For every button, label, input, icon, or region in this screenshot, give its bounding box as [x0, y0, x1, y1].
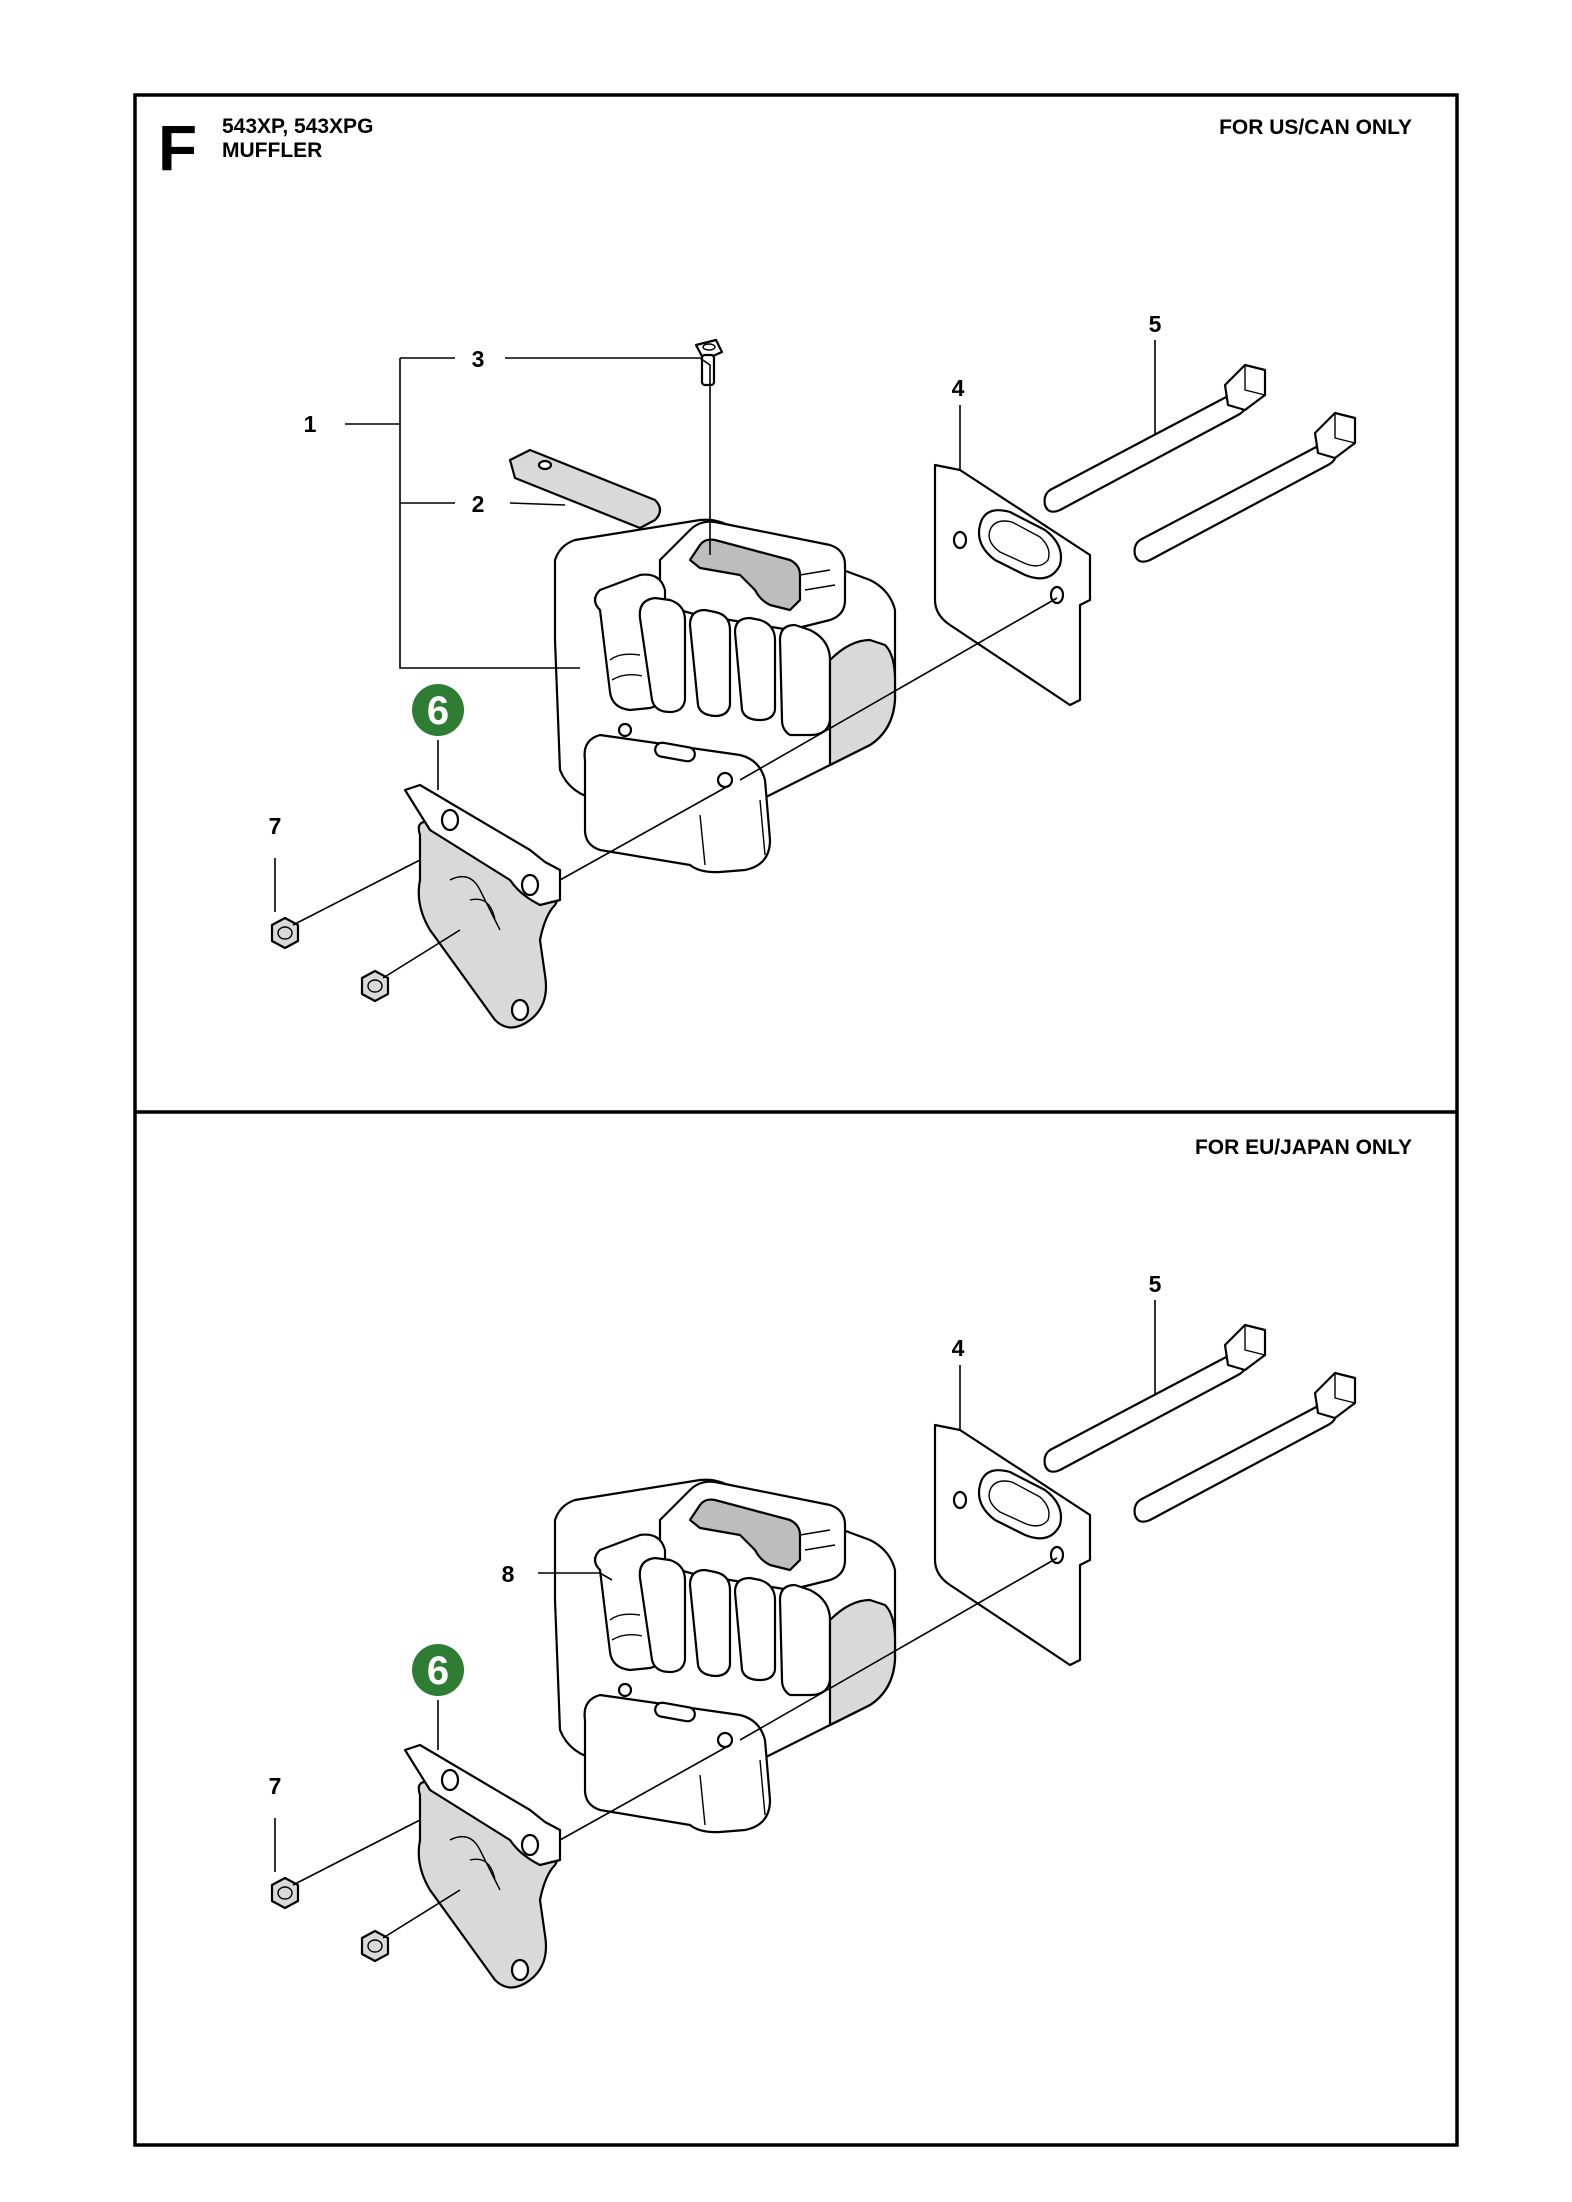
nut-part-lower: [360, 969, 390, 1003]
model-names: 543XP, 543XPG: [222, 115, 373, 138]
badge-6-label: 6: [427, 1649, 449, 1693]
assembly-axis-lines: [292, 597, 1058, 979]
bolt-parts: [1043, 1323, 1357, 1523]
label-8: 8: [502, 1561, 515, 1587]
badge-6: 6: [412, 1644, 464, 1696]
assembly-axis-lines: [292, 1557, 1058, 1939]
panel-eu-japan: FOR EU/JAPAN ONLY 4 5 8 6 7: [269, 1136, 1412, 1989]
part-group-title: MUFFLER: [222, 139, 322, 162]
leader-8: [538, 1572, 613, 1581]
bracket-part: [403, 783, 562, 1029]
leader-1: [345, 358, 580, 669]
label-1: 1: [304, 411, 317, 437]
nut-part-upper: [270, 1876, 300, 1910]
leader-3: [505, 357, 711, 555]
nut-part-lower: [360, 1929, 390, 1963]
label-5: 5: [1149, 1271, 1162, 1297]
label-4: 4: [952, 1335, 965, 1361]
bolt-parts: [1043, 363, 1357, 563]
label-3: 3: [472, 346, 485, 372]
label-7: 7: [269, 813, 282, 839]
screw-part: [694, 338, 724, 387]
label-5: 5: [1149, 311, 1162, 337]
label-7: 7: [269, 1773, 282, 1799]
leader-2: [400, 502, 566, 506]
badge-6-label: 6: [427, 689, 449, 733]
region-note: FOR US/CAN ONLY: [1219, 116, 1412, 139]
panel-us-can: FOR US/CAN ONLY 1 2 3 4: [269, 116, 1412, 1029]
section-letter: F: [158, 112, 197, 184]
muffler-assembly: [553, 1478, 897, 1834]
label-2: 2: [472, 491, 485, 517]
muffler-assembly: [553, 518, 897, 874]
nut-part-upper: [270, 916, 300, 950]
region-note: FOR EU/JAPAN ONLY: [1195, 1136, 1412, 1159]
plate-part: [508, 448, 662, 530]
label-4: 4: [952, 375, 965, 401]
bracket-part: [403, 1743, 562, 1989]
badge-6: 6: [412, 684, 464, 736]
page-frame: [133, 93, 1459, 2147]
